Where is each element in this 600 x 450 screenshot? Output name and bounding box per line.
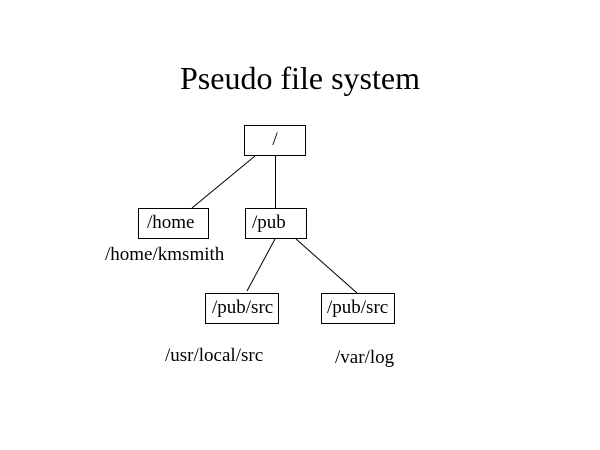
- edge-root-home: [191, 155, 256, 209]
- edge-pub-pub-src-right: [295, 238, 358, 294]
- mapping-pub-src-right: /var/log: [335, 347, 395, 368]
- node-pub-src-right-label: /pub/src: [327, 297, 389, 318]
- edge-pub-pub-src-left: [246, 238, 276, 292]
- node-pub: /pub: [245, 208, 307, 239]
- diagram-title: Pseudo file system: [180, 60, 420, 96]
- node-pub-src-left-label: /pub/src: [212, 297, 274, 318]
- node-pub-src-right: /pub/src: [321, 293, 395, 324]
- node-root-label: /: [272, 129, 278, 150]
- mapping-pub-src-left: /usr/local/src: [165, 345, 264, 366]
- node-pub-label: /pub: [252, 212, 286, 233]
- node-home-label: /home: [147, 212, 195, 233]
- node-pub-src-left: /pub/src: [205, 293, 279, 324]
- node-root: /: [244, 125, 306, 156]
- node-home: /home: [138, 208, 209, 239]
- mapping-home: /home/kmsmith: [105, 244, 225, 265]
